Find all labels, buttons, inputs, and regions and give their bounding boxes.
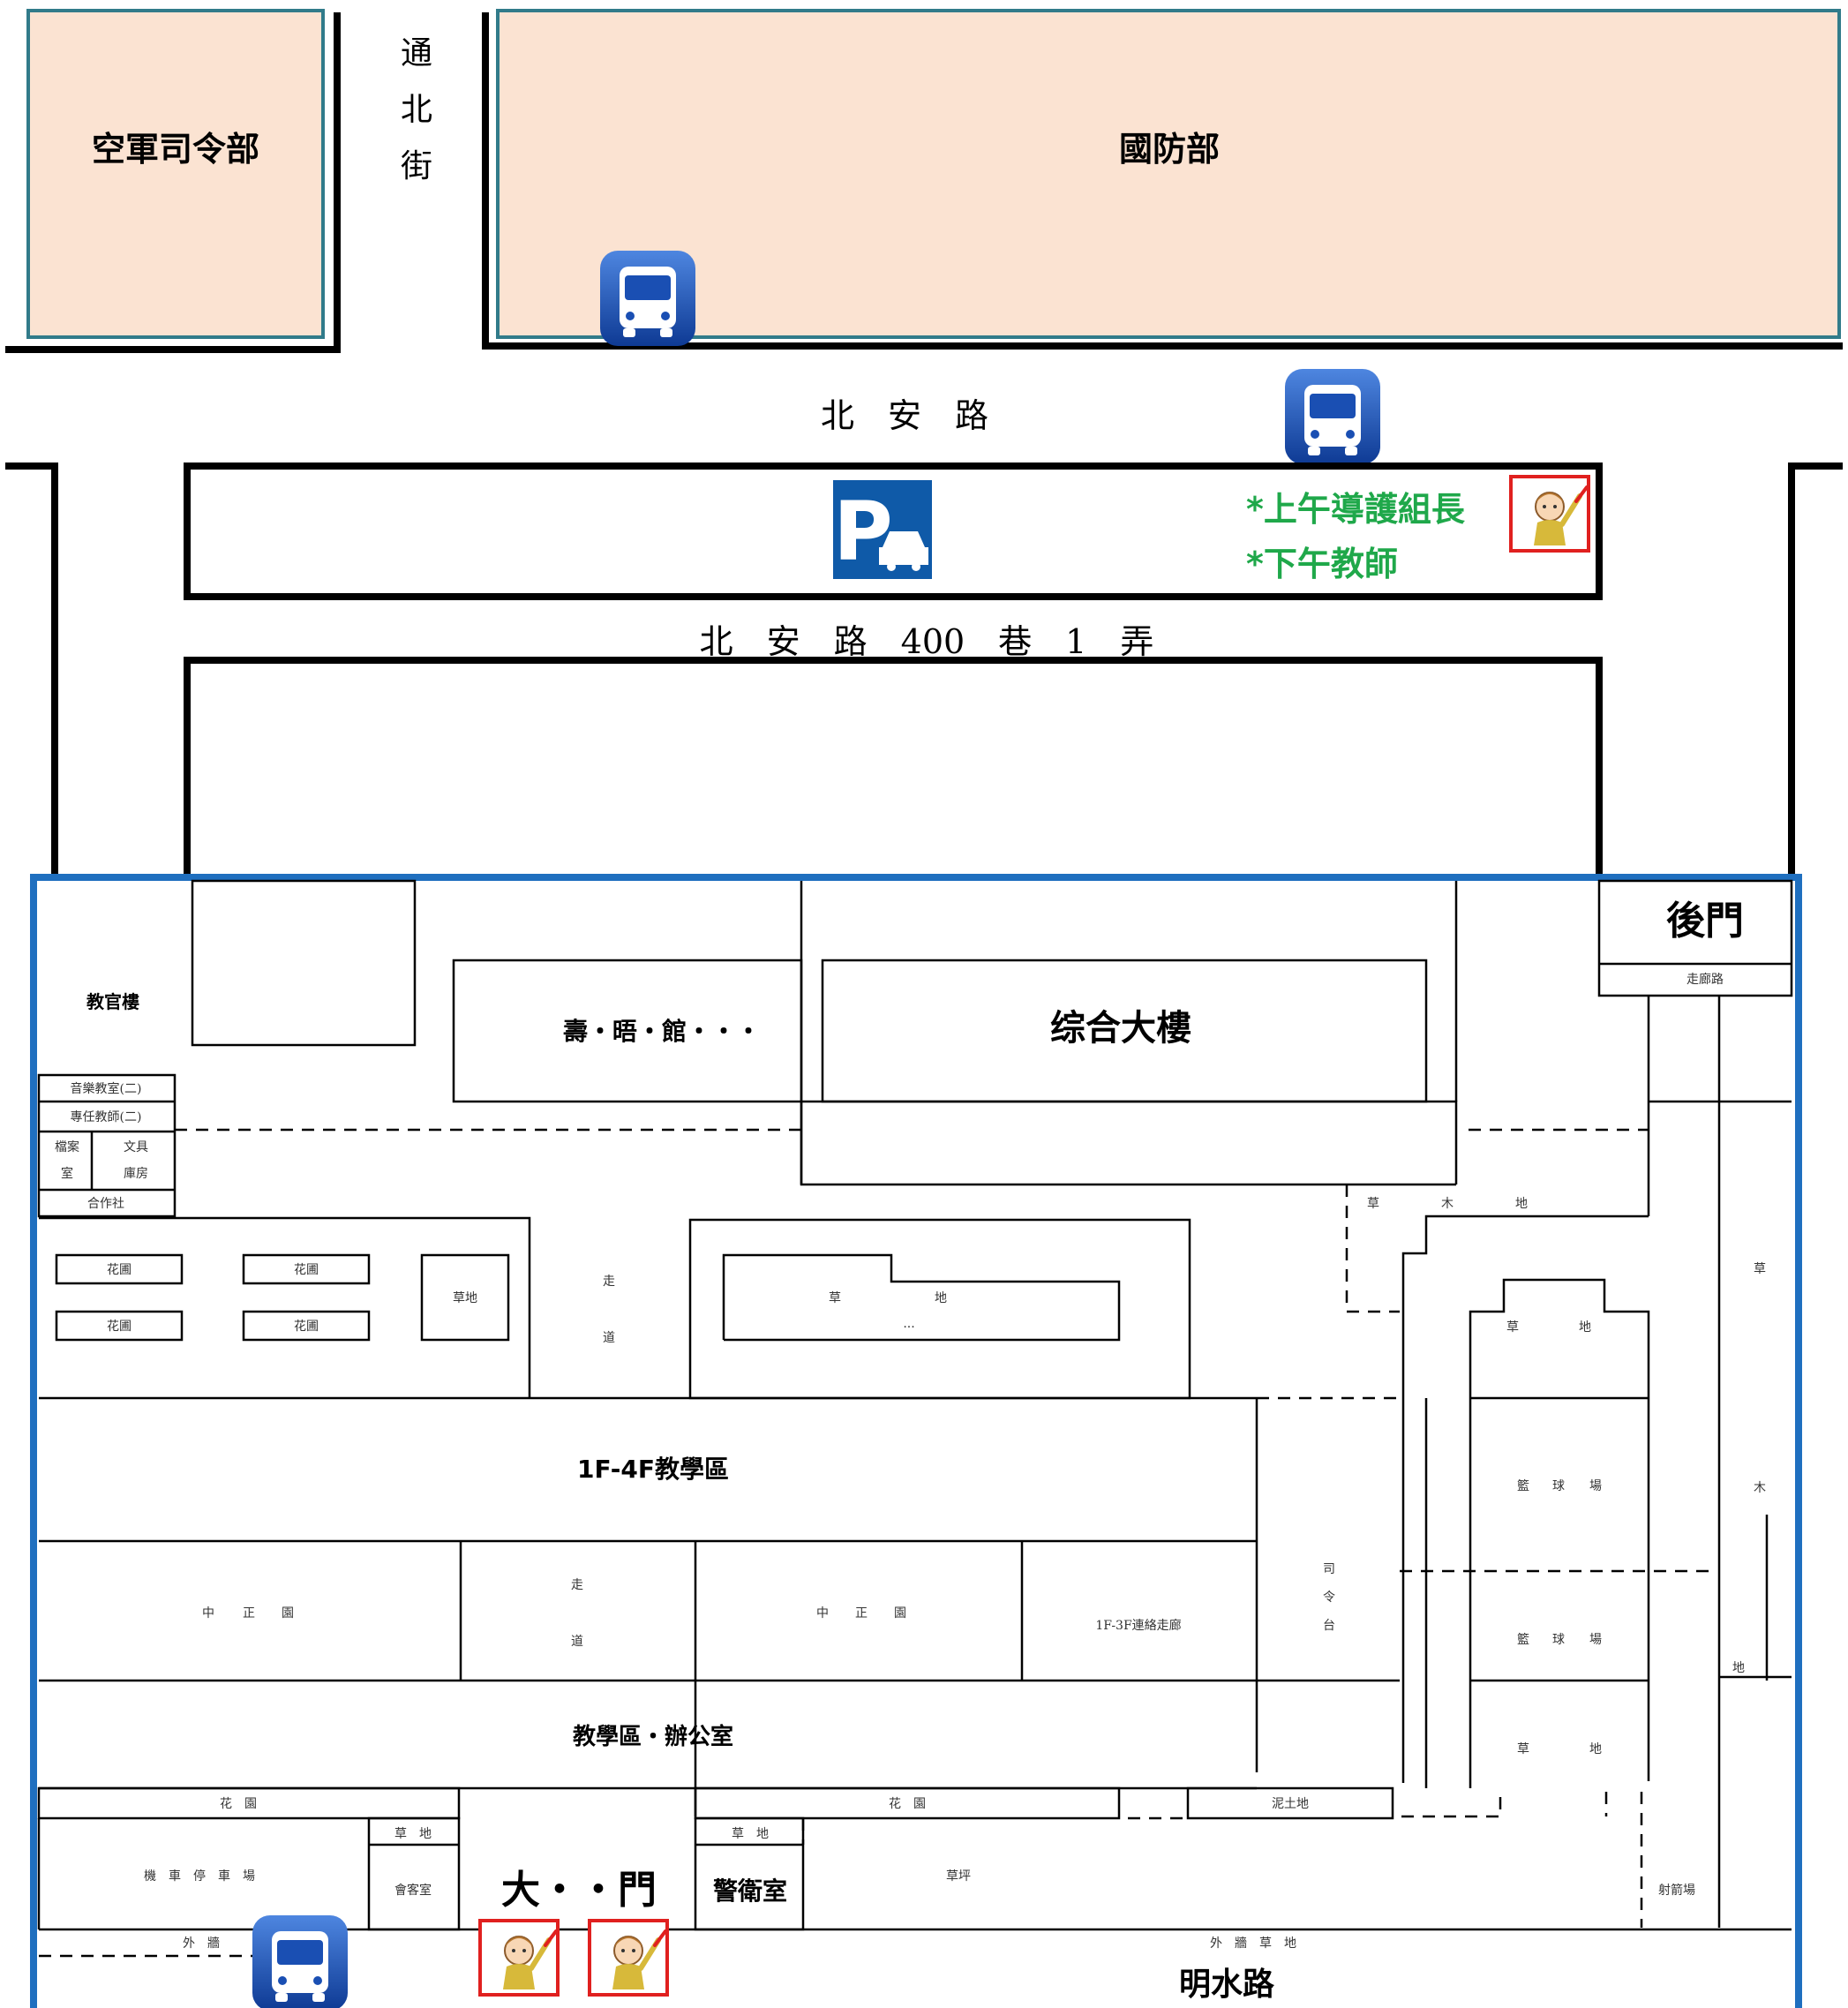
basketball-1-char-2: 球 [1552, 1479, 1565, 1493]
outer-wall-left-label: 外 牆 [183, 1937, 220, 1951]
teachers-office-label: 專任教師(二) [71, 1110, 142, 1124]
outer-wall-right-label: 外 牆 草 地 [1210, 1937, 1296, 1951]
archive-room-label-2: 室 [61, 1166, 73, 1181]
wall-right-mid [1788, 463, 1843, 881]
courtyard-mid-char-2: 正 [855, 1606, 868, 1621]
stationery-room-label-1: 文具 [124, 1140, 148, 1154]
basketball-2-char-2: 球 [1552, 1633, 1565, 1647]
lawn-right-top-char-2: 地 [1579, 1320, 1591, 1335]
stationery-room-label-2: 庫房 [124, 1166, 148, 1181]
grass-wood-top-char-2: 木 [1441, 1197, 1454, 1211]
basketball-2-char-1: 籃 [1517, 1633, 1529, 1647]
grass-wood-right-char-3: 地 [1732, 1661, 1745, 1675]
back-gate-label: 後門 [1666, 899, 1744, 944]
ministry-of-defense-label: 國防部 [1119, 130, 1220, 169]
motorcycle-parking-label: 機 車 停 車 場 [144, 1869, 255, 1884]
lawn-field-label: 草坪 [946, 1869, 971, 1884]
basketball-2-char-3: 場 [1589, 1633, 1602, 1647]
shooting-range-label: 射箭場 [1658, 1883, 1695, 1898]
courtyard-left-char-3: 園 [282, 1606, 294, 1621]
corridor-1f3f-label: 1F-3F連絡走廊 [1095, 1618, 1181, 1633]
lawn-center-char-2: 地 [935, 1291, 947, 1305]
archive-room-label-1: 檔案 [55, 1139, 79, 1154]
tongbei-street-char-1: 通 [401, 35, 432, 71]
music-room-label: 音樂教室(二) [71, 1081, 142, 1096]
campus-boundary [30, 874, 1802, 2008]
crossing-guard-icon-bottom-right [590, 1921, 667, 1995]
main-gate-label: 大・・門 [501, 1868, 657, 1913]
flower-bed-label-4: 花圃 [294, 1320, 319, 1334]
bei-an-road-label: 北 安 路 [821, 396, 988, 435]
courtyard-left-char-1: 中 [202, 1606, 214, 1621]
ministry-of-defense-block [496, 9, 1841, 339]
lawn-gate-label: 草 地 [394, 1827, 432, 1841]
sports-hall-label: 壽・晤・館・・・ [563, 1017, 761, 1046]
lawn-small-label: 草地 [453, 1291, 477, 1305]
air-force-hq-block [26, 9, 325, 339]
back-corridor-label: 走廊路 [1686, 972, 1724, 987]
walkway-2-char-1: 走 [571, 1578, 583, 1592]
bus-stop-icon-top-left [600, 251, 695, 346]
parking-icon: P [833, 480, 932, 579]
guard-note-morning: *上午導護組長 [1246, 490, 1466, 529]
wall-left-top [5, 12, 341, 353]
lawn-right-bottom-char-1: 草 [1517, 1742, 1529, 1756]
flower-bed-left-label: 花 園 [220, 1797, 257, 1811]
general-building-label: 综合大樓 [1050, 1008, 1191, 1049]
bus-stop-icon-bottom [252, 1915, 348, 2008]
walkway-1-char-1: 走 [603, 1275, 615, 1289]
podium-char-3: 台 [1323, 1619, 1335, 1633]
reception-room-label: 會客室 [394, 1883, 432, 1898]
flower-bed-label-2: 花圃 [294, 1263, 319, 1277]
grass-wood-top-char-3: 地 [1515, 1197, 1528, 1211]
bus-stop-icon-top-right [1285, 369, 1380, 464]
tongbei-street-char-3: 街 [401, 148, 432, 184]
flower-bed-mid-label: 花 園 [889, 1797, 926, 1811]
courtyard-mid-char-1: 中 [816, 1606, 829, 1621]
teacher-building-label: 教官樓 [86, 991, 139, 1012]
wall-left-mid [5, 463, 58, 881]
walkway-1-char-2: 道 [603, 1331, 615, 1345]
grass-wood-right-char-1: 草 [1754, 1262, 1766, 1276]
flower-bed-label-1: 花圃 [107, 1263, 131, 1277]
co-op-label: 合作社 [87, 1197, 124, 1211]
ming-shui-road-label: 明水路 [1179, 1967, 1275, 2003]
basketball-1-char-1: 籃 [1517, 1479, 1529, 1493]
air-force-hq-label: 空軍司令部 [92, 130, 259, 169]
grass-wood-top-char-1: 草 [1367, 1197, 1379, 1211]
courtyard-mid-char-3: 園 [894, 1606, 906, 1621]
guard-room-label: 警衛室 [713, 1876, 787, 1906]
lane-wall [184, 657, 1603, 881]
lawn-center-dots: ... [903, 1317, 914, 1331]
lawn-right-bottom-char-2: 地 [1589, 1742, 1602, 1756]
podium-char-1: 司 [1323, 1562, 1335, 1576]
mud-ground-label: 泥土地 [1272, 1797, 1309, 1811]
courtyard-left-char-2: 正 [243, 1606, 255, 1621]
guard-note-afternoon: *下午教師 [1246, 545, 1398, 583]
flower-bed-label-3: 花圃 [107, 1320, 131, 1334]
wall-right-top [482, 12, 1843, 350]
basketball-1-char-3: 場 [1589, 1479, 1602, 1493]
crossing-guard-icon-bottom-left [480, 1921, 558, 1995]
lane-label: 北 安 路 400 巷 1 弄 [700, 622, 1154, 661]
lawn-guard-label: 草 地 [732, 1827, 769, 1841]
teaching-office-label: 教學區・辦公室 [573, 1723, 733, 1750]
walkway-2-char-2: 道 [571, 1635, 583, 1649]
grass-wood-right-char-2: 木 [1754, 1481, 1766, 1495]
tongbei-street-char-2: 北 [401, 92, 432, 128]
teaching-zone-1f4f-label: 1F-4F教學區 [577, 1455, 729, 1484]
lawn-right-top-char-1: 草 [1506, 1320, 1519, 1335]
crossing-guard-icon-top [1511, 477, 1589, 551]
podium-char-2: 令 [1323, 1591, 1335, 1605]
lawn-center-char-1: 草 [829, 1291, 841, 1305]
